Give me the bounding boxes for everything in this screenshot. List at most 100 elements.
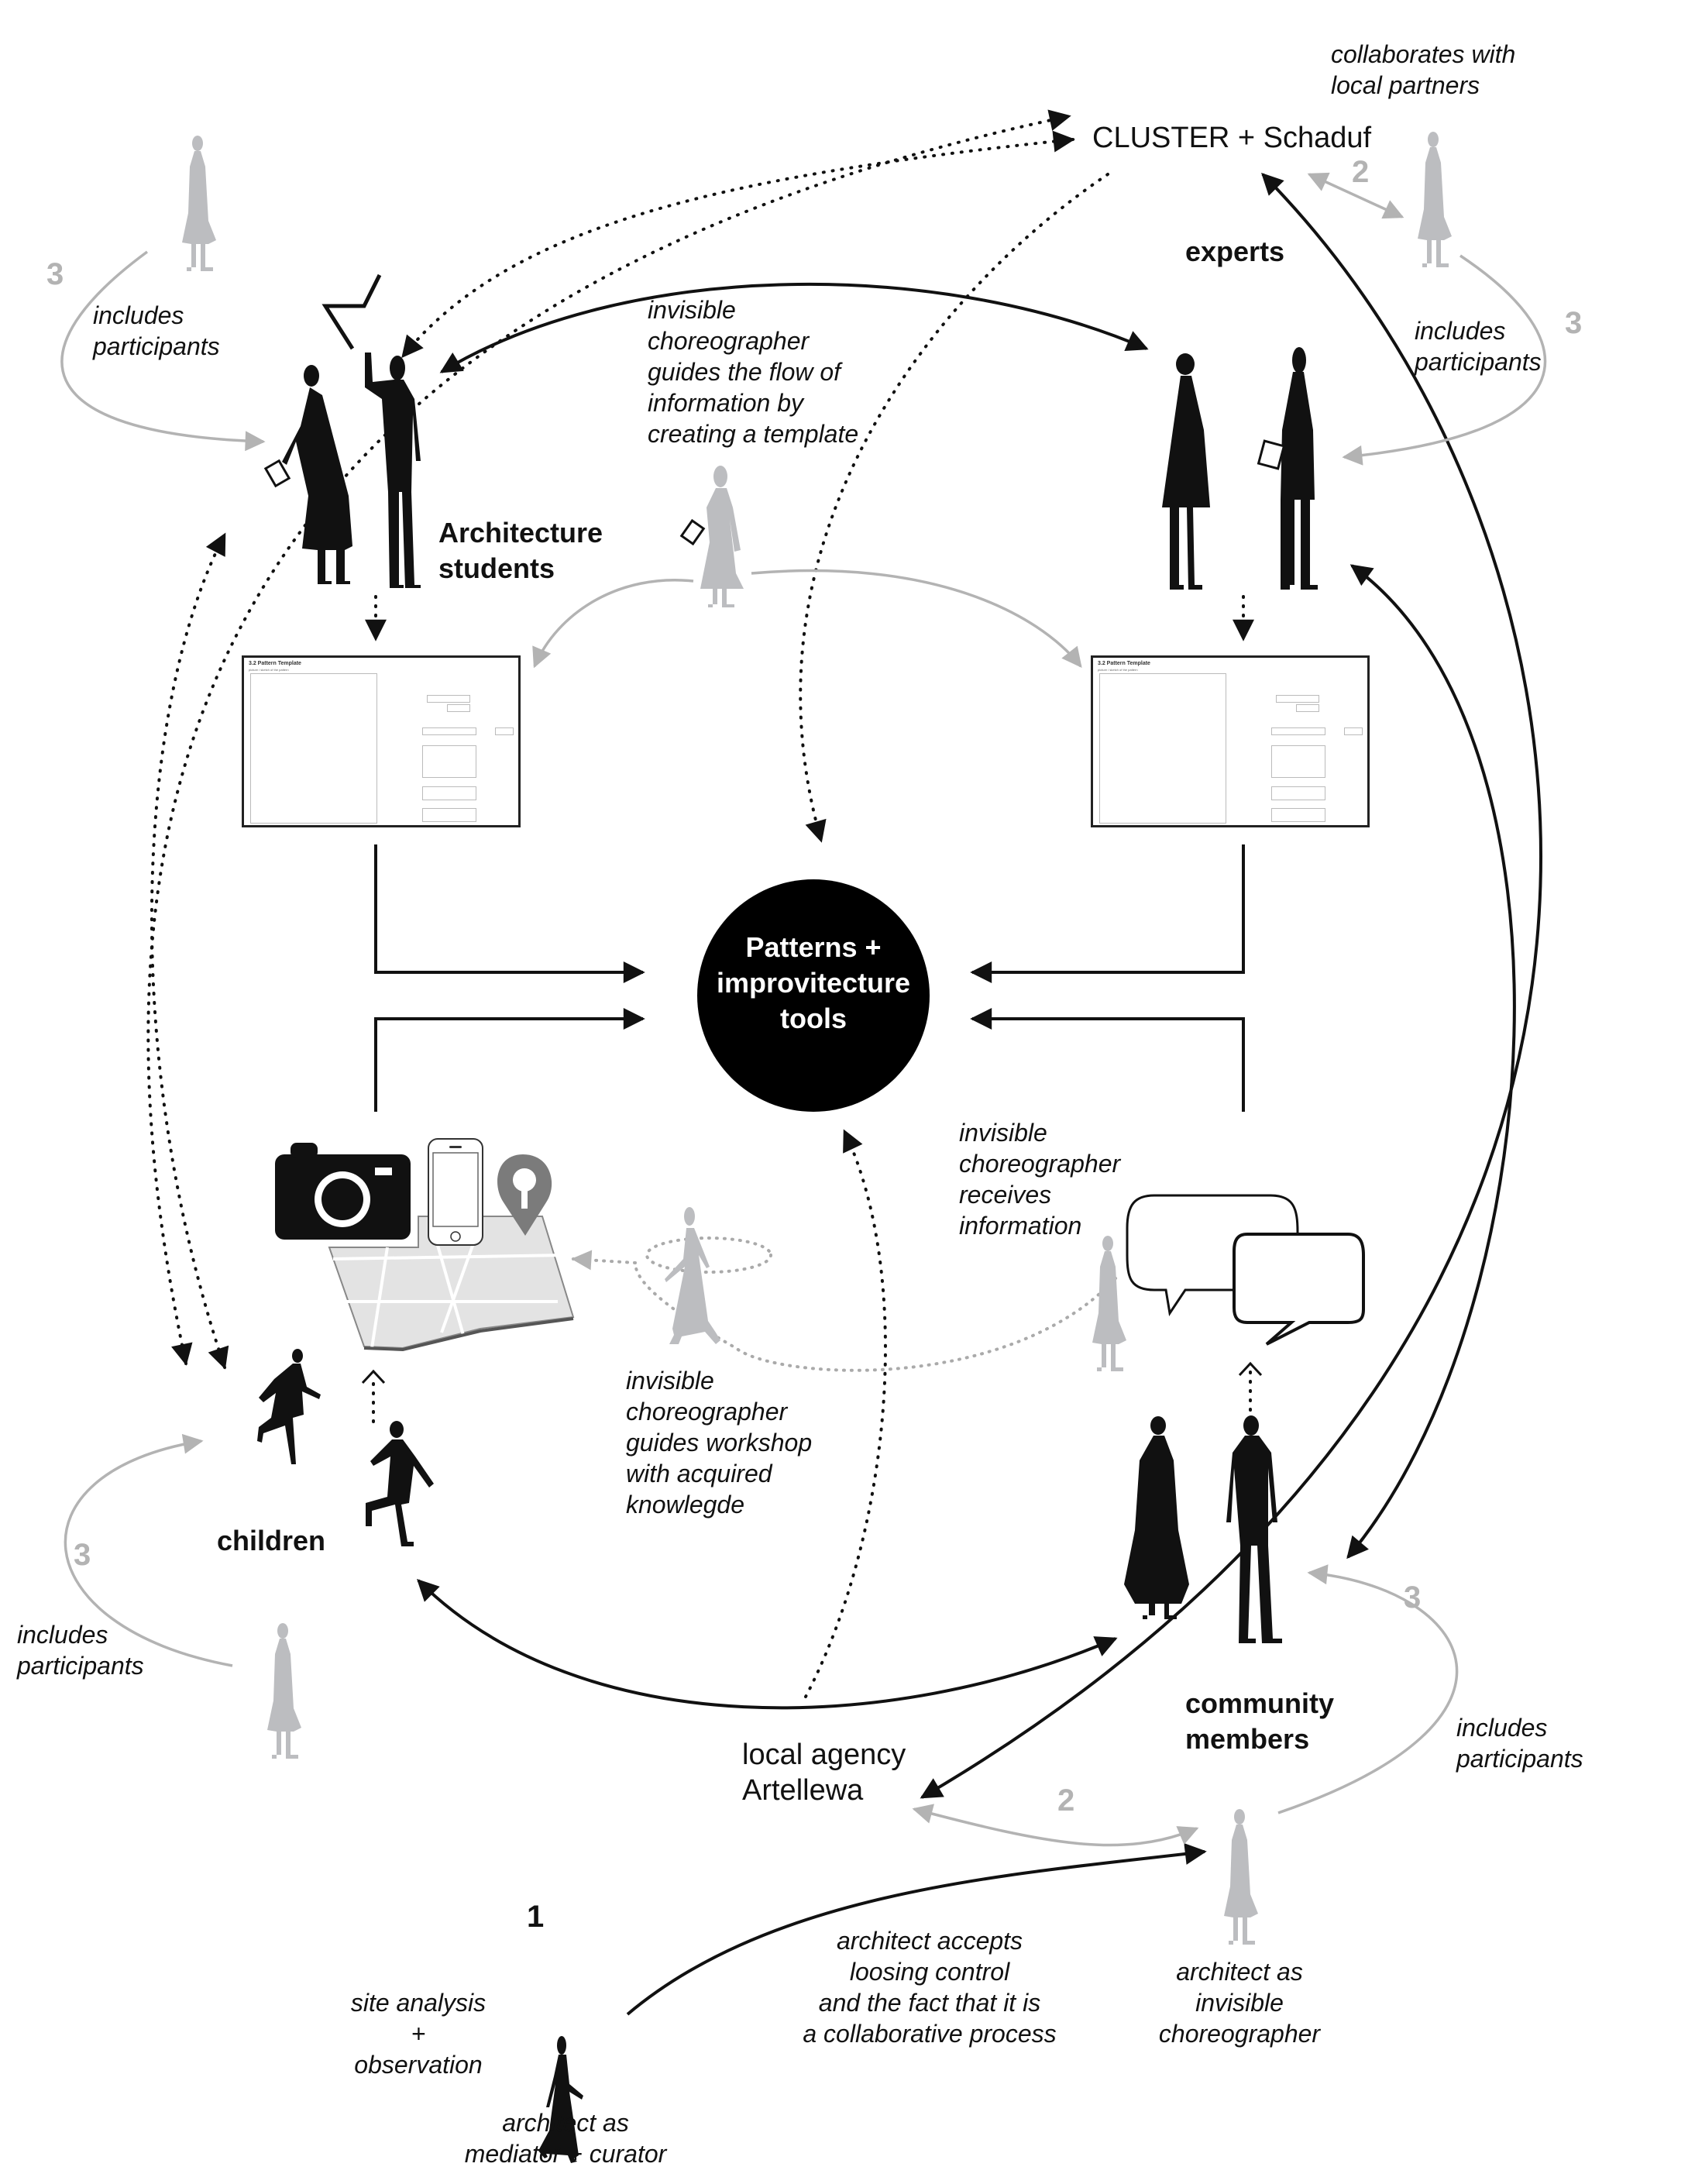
participant-figure-top-left (182, 136, 216, 271)
workshop-note: invisible choreographer guides workshop … (626, 1367, 813, 1518)
template-field-rank (1344, 727, 1363, 735)
includes-participants-top-right: includes participants (1415, 317, 1542, 376)
arrow-experts-community (1346, 564, 1516, 1560)
template-subtitle: picture / sketch of the pattern (1098, 668, 1138, 672)
participant-figure-top-right (1418, 132, 1452, 267)
connector-students-template-core (374, 844, 645, 983)
tablet-icon-template-choreographer (679, 518, 706, 546)
connector-tools-core (374, 1008, 645, 1112)
community-figure-right (1226, 1415, 1282, 1643)
template-field-larger (1271, 808, 1325, 822)
template-field-larger (422, 808, 476, 822)
includes-participants-bottom-right: includes participants (1456, 1714, 1583, 1773)
template-field-smaller (422, 786, 476, 800)
dotted-flow-children-students (150, 532, 229, 1370)
core-label-line-1: Patterns + (745, 931, 882, 963)
speech-bubble-front (1233, 1233, 1365, 1346)
core-label-line-3: tools (780, 1003, 847, 1034)
mediator-figure-walking (538, 2036, 583, 2163)
arrow-children-community (417, 1579, 1118, 1710)
gray-arrow-choreographer-template-left (532, 579, 694, 669)
arrow-mediator-choreographer (626, 1843, 1207, 2016)
template-title: 3.2 Pattern Template (1098, 661, 1150, 666)
dotted-flow-cluster-to-core (799, 173, 1109, 843)
workshop-loop (571, 1236, 1117, 1372)
choreographer-figure-walking (665, 1207, 720, 1344)
template-field-name (1296, 704, 1319, 712)
agency-label: local agency Artellewa (742, 1739, 906, 1807)
pattern-template-experts: 3.2 Pattern Template picture / sketch of… (1091, 655, 1370, 827)
choreographer-figure-template (700, 466, 744, 607)
includes-participants-bottom-left: includes participants (17, 1621, 144, 1680)
dotted-flows (146, 109, 1254, 1698)
student-figure-right (365, 353, 421, 588)
step-number-2-bottom: 2 (1057, 1783, 1075, 1818)
step-number-3-bottom-left: 3 (74, 1538, 91, 1572)
smartphone-icon (428, 1138, 483, 1246)
pattern-template-students: 3.2 Pattern Template picture / sketch of… (242, 655, 521, 827)
connector-experts-template-core (970, 844, 1245, 983)
student-figure-left (282, 365, 352, 584)
template-picture-box (250, 673, 377, 824)
dotted-flow-cluster-to-students (401, 130, 1075, 359)
step-number-3-top-right: 3 (1565, 306, 1583, 340)
cluster-note: collaborates with local partners (1331, 40, 1516, 99)
speech-bubbles (1126, 1194, 1365, 1346)
map-pin-icon (497, 1154, 552, 1236)
community-label: community members (1185, 1687, 1335, 1755)
black-flows (374, 173, 1542, 2016)
gray-arrow-participants-students (60, 250, 266, 452)
gray-arrow-participants-experts (1342, 254, 1547, 466)
participant-figure-bottom-left (267, 1623, 301, 1759)
notepad-icon-expert (1257, 439, 1286, 470)
step-number-1: 1 (527, 1900, 545, 1934)
child-figure-running (366, 1421, 434, 1546)
site-analysis-note: site analysis + observation (350, 1989, 486, 2079)
students-label: Architecture students (438, 517, 603, 584)
gray-arrow-choreographer-template-right (751, 569, 1082, 669)
gray-arrow-agency-choreographer (912, 1804, 1199, 1847)
template-field-description (422, 745, 476, 778)
expert-figure-left (1162, 353, 1210, 590)
choreographer-figure-bottom (1224, 1809, 1258, 1945)
children-label: children (217, 1525, 326, 1556)
receives-note: invisible choreographer receives informa… (959, 1119, 1121, 1240)
template-subtitle: picture / sketch of the pattern (249, 668, 289, 672)
template-field-smaller (1271, 786, 1325, 800)
template-picture-box (1099, 673, 1226, 824)
step-number-3-top-left: 3 (46, 257, 64, 291)
flag-icon-student (321, 273, 382, 350)
template-title: 3.2 Pattern Template (249, 661, 301, 666)
gray-arrow-cluster-partner (1307, 172, 1404, 219)
template-field-key-players (1271, 727, 1325, 735)
template-note: invisible choreographer guides the flow … (648, 296, 859, 448)
city-map (328, 1216, 575, 1352)
core-circle (697, 879, 930, 1112)
community-figure-left (1124, 1416, 1189, 1619)
invisible-choreographer-note: architect as invisible choreographer (1158, 1958, 1321, 2048)
expert-figure-right (1281, 347, 1318, 590)
template-field-key-players (422, 727, 476, 735)
step-number-3-bottom-right: 3 (1404, 1580, 1422, 1615)
camera-icon (275, 1143, 411, 1240)
core-label-line-2: improvitecture (716, 967, 911, 999)
child-figure-jumping (257, 1349, 321, 1464)
template-field-pattern (1276, 695, 1319, 703)
template-field-description (1271, 745, 1325, 778)
connector-community-core (970, 1008, 1245, 1112)
choreographer-figure-receives (1092, 1236, 1126, 1371)
core-label: Patterns + improvitecture tools (689, 930, 937, 1037)
includes-participants-top-left: includes participants (93, 301, 220, 360)
gray-arrow-choreographer-community (1277, 1564, 1459, 1814)
template-field-pattern (427, 695, 470, 703)
chevron-up-tools (361, 1369, 386, 1384)
notepad-icon-student (263, 459, 291, 488)
dotted-flow-agency-to-core (804, 1129, 887, 1698)
mediator-note: architect as mediator + curator (464, 2109, 667, 2168)
step-number-2-top: 2 (1352, 155, 1370, 189)
arrow-cluster-agency (920, 173, 1542, 1799)
participant-figures (182, 132, 1452, 1945)
experts-label: experts (1185, 236, 1285, 267)
cluster-label: CLUSTER + Schaduf (1092, 122, 1372, 154)
